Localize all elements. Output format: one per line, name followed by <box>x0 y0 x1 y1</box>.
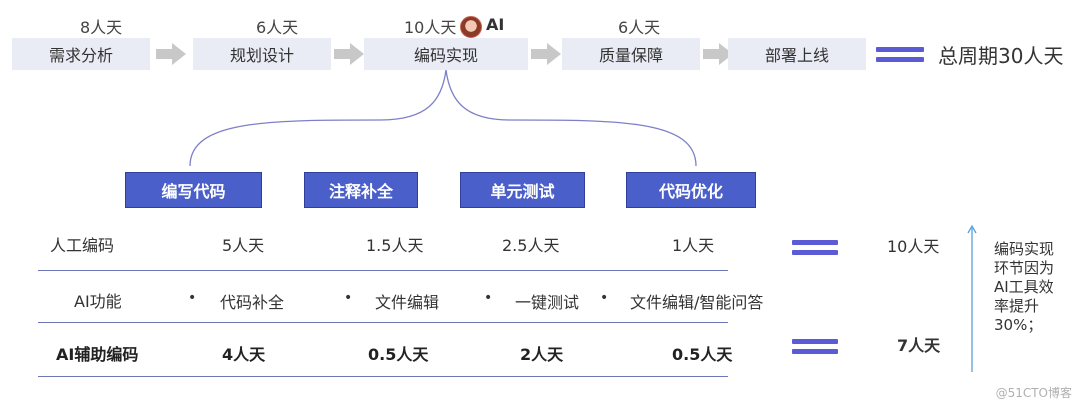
arrow-right-icon <box>156 43 186 65</box>
bullet: • <box>484 290 493 306</box>
ai-avatar-icon <box>460 16 482 38</box>
cell-manual-3: 2.5人天 <box>502 236 560 255</box>
cell-manual-4: 1人天 <box>672 236 715 255</box>
cell-manual-2: 1.5人天 <box>366 236 424 255</box>
cell-ai-feature-2: 文件编辑 <box>375 293 440 312</box>
arrow-right-icon <box>531 43 561 65</box>
arrow-right-icon <box>703 43 733 65</box>
stage-days-1: 8人天 <box>80 18 123 37</box>
stage-days-3: 10人天 <box>404 18 457 37</box>
stage-box-1: 需求分析 <box>12 38 150 70</box>
cell-ai-feature-4: 文件编辑/智能问答 <box>630 293 764 312</box>
divider <box>38 376 728 377</box>
task-box-comment: 注释补全 <box>304 172 418 208</box>
brace-connector <box>189 70 697 167</box>
efficiency-note: 编码实现环节因为AI工具效率提升30%； <box>994 240 1055 334</box>
task-box-optimize: 代码优化 <box>626 172 756 208</box>
divider <box>38 322 728 323</box>
cell-ai-4: 0.5人天 <box>672 345 733 364</box>
cell-ai-3: 2人天 <box>520 345 564 364</box>
row-label-ai-features: AI功能 <box>74 292 122 311</box>
cell-ai-1: 4人天 <box>222 345 266 364</box>
row-label-manual: 人工编码 <box>50 236 115 255</box>
ai-tag: AI <box>486 15 505 34</box>
stage-box-2: 规划设计 <box>193 38 331 70</box>
equals-icon <box>876 47 924 63</box>
stage-days-4: 6人天 <box>618 18 661 37</box>
row-total-manual: 10人天 <box>887 237 940 256</box>
bullet: • <box>344 290 353 306</box>
equals-icon <box>792 240 838 256</box>
stage-box-3: 编码实现 <box>364 38 528 70</box>
cell-ai-feature-3: 一键测试 <box>515 293 580 312</box>
bullet: • <box>600 290 609 306</box>
arrow-right-icon <box>334 43 364 65</box>
task-box-write-code: 编写代码 <box>125 172 262 208</box>
total-cycle: 总周期30人天 <box>938 44 1064 68</box>
watermark: @51CTO博客 <box>995 386 1072 400</box>
task-box-unit-test: 单元测试 <box>460 172 585 208</box>
row-label-ai-assisted: AI辅助编码 <box>56 345 139 364</box>
stage-days-2: 6人天 <box>256 18 299 37</box>
stage-box-4: 质量保障 <box>562 38 700 70</box>
cell-ai-2: 0.5人天 <box>368 345 429 364</box>
equals-icon <box>792 339 838 355</box>
cell-manual-1: 5人天 <box>222 236 265 255</box>
bullet: • <box>188 290 197 306</box>
divider <box>38 270 728 271</box>
stage-box-5: 部署上线 <box>728 38 866 70</box>
arrow-up-icon <box>967 224 977 372</box>
cell-ai-feature-1: 代码补全 <box>220 293 285 312</box>
row-total-ai: 7人天 <box>897 336 941 355</box>
